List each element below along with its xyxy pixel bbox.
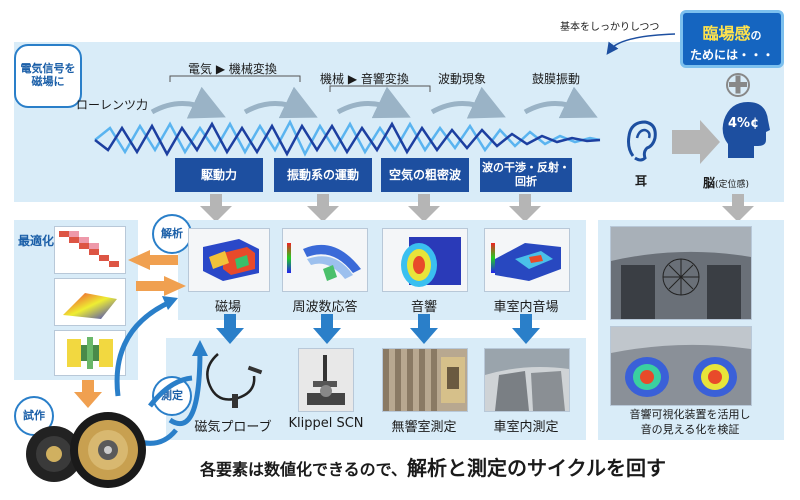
brain-label-main: 脳 [703,176,716,190]
electric-signal-badge: 電気信号を 磁場に [14,44,82,108]
caption-acoustic: 音響 [410,300,437,315]
frequency-response-sim-image [282,228,368,292]
speaker-photo [20,404,150,490]
magnetic-field-sim-image [188,228,270,292]
lorentz-label: ローレンツ力 [76,98,149,112]
acoustic-sim-image [382,228,468,292]
wave-line-light [94,119,601,157]
anechoic-room-photo [382,348,468,412]
caption-magnetic-field: 磁場 [214,300,241,315]
presence-subtitle: ためには・・・ [689,48,774,62]
caption-cabin-sound-field: 車室内音場 [493,300,559,315]
brain-label: 脳(定位感) [703,174,749,191]
klippel-scn-photo [298,348,354,412]
presence-title: 臨場感 [702,24,751,43]
prototype-cross-section-image [54,330,126,376]
stage-label-mech-acoustic: 機械 ▶ 音響変換 [320,72,409,86]
electric-signal-line2: 磁場に [31,75,65,88]
caption-klippel-scn: Klippel SCN [288,416,364,431]
brain-icon-text: 4%¢ [728,116,760,131]
ear-icon [623,118,659,162]
presence-box: 臨場感の ためには・・・ [680,10,784,68]
wave-line-dark [94,121,601,157]
cabin-measurement-photo [484,348,570,412]
electric-signal-line1: 電気信号を [20,62,76,76]
brain-head-icon: 4%¢ [720,100,772,160]
caption-magnetic-probe: 磁気プローブ [194,420,272,435]
ear-to-brain-arrow [672,120,720,164]
stage-label-eardrum: 鼓膜振動 [532,72,581,86]
label-wave-interference: 波の干渉・反射・ 回折 [480,158,572,192]
cabin-camera-array-photo [610,226,752,320]
visualization-caption-line2: 音の見える化を検証 [640,423,740,436]
optimize-badge: 最適化 [18,234,55,248]
sound-visualization-photo [610,326,752,406]
optimization-surface-image [54,278,126,326]
caption-cabin-measurement: 車室内測定 [493,420,559,435]
stage-label-elec-mech: 電気 ▶ 機械変換 [188,62,277,76]
magnetic-probe-photo [198,348,268,410]
caption-frequency-response: 周波数応答 [292,300,358,315]
optimization-matrix-image [54,226,126,274]
presence-title-suffix: の [750,29,762,42]
basic-note: 基本をしっかりしつつ [560,22,660,33]
bottom-summary-part2: 解析と測定のサイクルを回す [407,456,667,480]
bottom-summary: 各要素は数値化できるので、解析と測定のサイクルを回す [200,452,666,481]
bottom-summary-part1: 各要素は数値化できるので、 [200,460,408,479]
caption-anechoic-measurement: 無響室測定 [391,420,457,435]
visualization-caption-line1: 音響可視化装置を活用し [629,408,751,421]
label-driving-force: 駆動力 [175,158,263,192]
label-air-compression-wave: 空気の粗密波 [381,158,469,192]
label-vibration-motion: 振動系の運動 [274,158,372,192]
ear-label: 耳 [635,174,648,188]
cabin-field-sim-image [484,228,570,292]
brain-label-sub: (定位感) [715,180,750,190]
stage-label-wave: 波動現象 [438,72,487,86]
